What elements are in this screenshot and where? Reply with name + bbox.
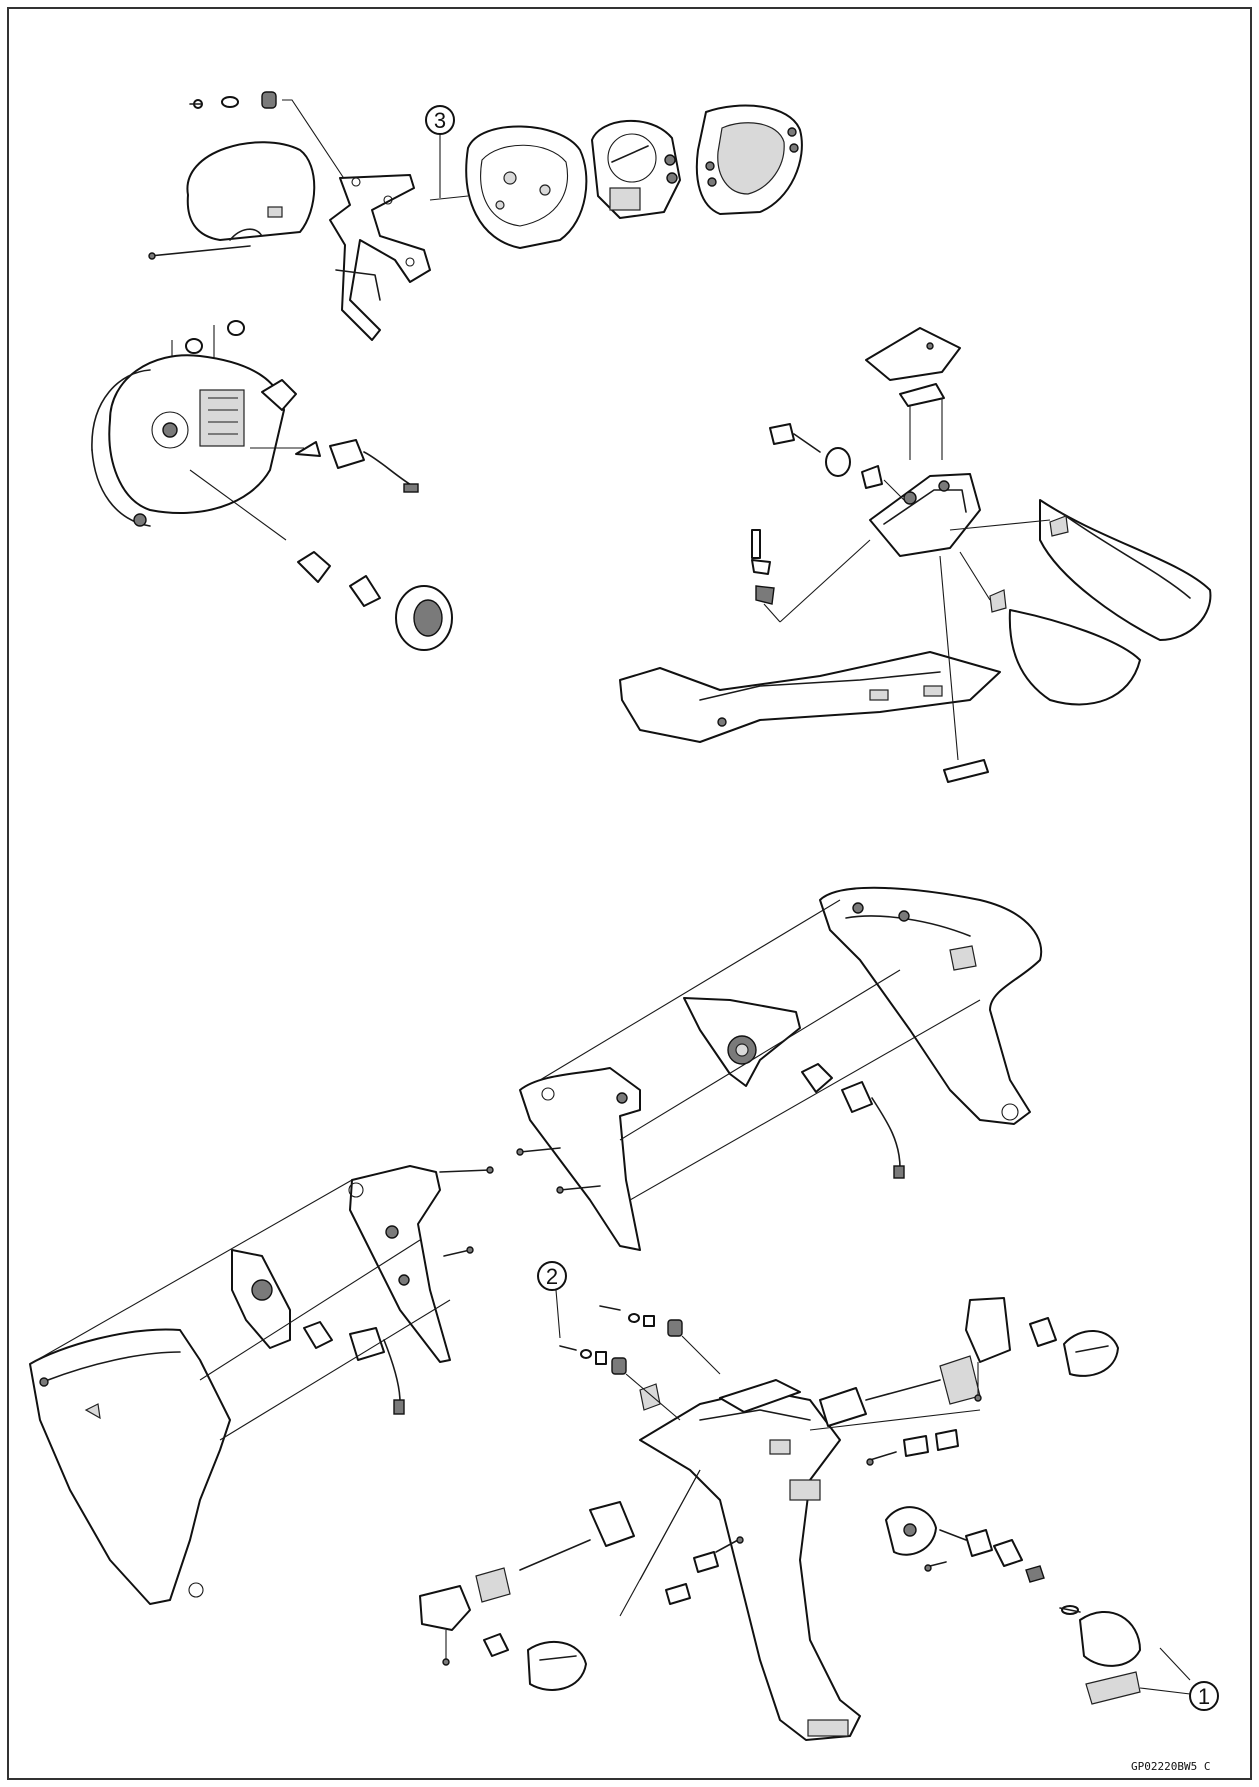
rear-turn-signal-mount	[965, 1297, 1011, 1363]
inner-panel-right	[519, 1067, 641, 1251]
grommet	[261, 91, 277, 109]
headlight-housing	[108, 354, 285, 514]
rear-turn-signal-housing	[475, 1567, 511, 1603]
rear-turn-signal-stay	[589, 1501, 635, 1547]
page-frame	[7, 7, 1252, 1780]
inner-panel-left	[349, 1165, 451, 1363]
clip	[903, 1435, 929, 1457]
bulb	[295, 441, 321, 457]
turn-signal-bulb	[1029, 1317, 1057, 1347]
callout-3-circle	[425, 105, 455, 135]
headlight-socket-block	[199, 389, 245, 447]
callout-1-circle	[1189, 1681, 1219, 1711]
license-light-cover	[1085, 1671, 1141, 1705]
fairing-assembly: 2	[29, 886, 1219, 1741]
clip	[693, 1551, 719, 1573]
cap	[185, 338, 203, 354]
grommet	[611, 1357, 627, 1375]
license-light-socket	[993, 1539, 1023, 1567]
bolt	[751, 529, 761, 559]
connector	[769, 423, 795, 445]
grommet	[825, 447, 851, 477]
washer	[221, 96, 239, 108]
grommet	[989, 589, 1007, 613]
side-cowl-right	[1039, 499, 1212, 641]
turn-signal-bulb	[303, 1321, 333, 1349]
rear-turn-signal-stay	[819, 1387, 867, 1427]
socket	[329, 439, 365, 469]
turn-signal-socket	[349, 1327, 385, 1361]
callout-1-label: 1	[1198, 1684, 1210, 1709]
grommet	[667, 1319, 683, 1337]
turn-signal-socket	[841, 1081, 873, 1113]
figure-code: GP02220BW5 C	[1131, 1760, 1210, 1773]
meter-bracket	[329, 174, 431, 341]
turn-signal-bulb	[801, 1063, 833, 1093]
side-cowl-left	[619, 651, 1001, 743]
cowl-cover	[865, 327, 961, 381]
cap	[227, 320, 245, 336]
fairing-panel-right	[819, 886, 1043, 1125]
mounting-screw	[149, 245, 251, 257]
headlight-assembly	[91, 320, 453, 651]
turn-signal-bulb	[483, 1633, 509, 1657]
bulb-socket	[349, 575, 381, 607]
callout-2-label: 2	[546, 1264, 558, 1289]
rear-turn-signal-housing	[939, 1355, 981, 1405]
clip	[665, 1583, 691, 1605]
bulb	[861, 465, 883, 489]
bolt	[559, 1345, 577, 1351]
license-light-bulb	[965, 1529, 993, 1557]
callout-2-circle	[537, 1261, 567, 1291]
tail-light	[869, 473, 981, 557]
grommet	[1049, 515, 1069, 537]
callout-1-leader	[1159, 1647, 1191, 1681]
fender-top-bracket	[719, 1379, 801, 1413]
rear-fender	[639, 1389, 861, 1741]
tail-cowl-center	[1008, 609, 1141, 706]
callout-3-label: 3	[434, 108, 446, 133]
bolt	[599, 1305, 621, 1311]
rear-turn-signal-mount	[419, 1585, 471, 1631]
turn-signal-lens	[527, 1640, 587, 1691]
meter-cover	[186, 141, 316, 241]
lower-clip	[943, 759, 989, 783]
fairing-panel-left	[29, 1328, 231, 1605]
license-light-lens	[1079, 1610, 1141, 1667]
license-light-mount	[789, 1479, 821, 1501]
bracket-clip	[899, 383, 945, 407]
clip	[935, 1429, 959, 1451]
wire	[363, 451, 417, 489]
turn-signal-lens	[1063, 1330, 1119, 1377]
position-bulb	[297, 551, 331, 583]
callout-2-leader	[555, 1289, 561, 1339]
tail-cowl-assembly	[619, 327, 1212, 783]
meter-assembly: 3	[148, 91, 803, 341]
meter-lower-case	[465, 125, 588, 249]
